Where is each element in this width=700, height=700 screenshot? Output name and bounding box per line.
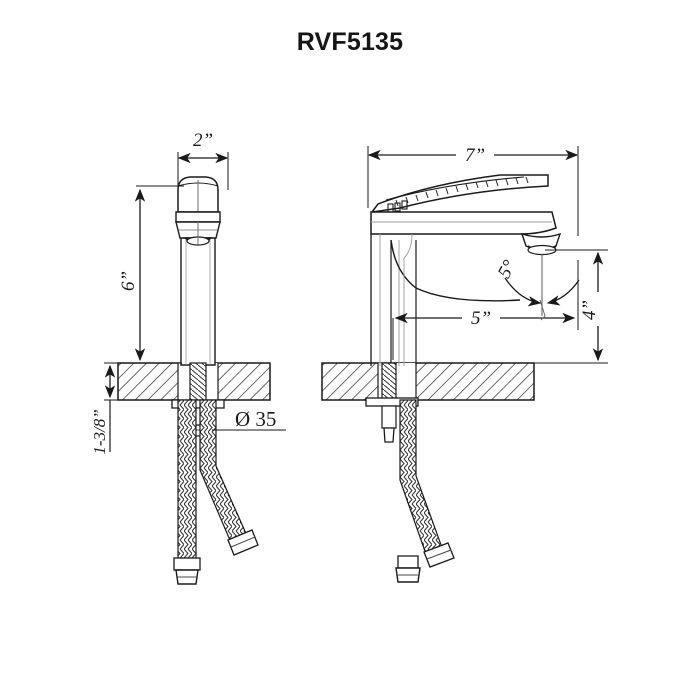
dimension-spout-height-4in: 4” <box>534 249 610 364</box>
dimension-label-5in: 5” <box>471 308 491 329</box>
dimension-label-deck-thickness: 1-3/8” <box>90 409 109 454</box>
dimension-label-4in: 4” <box>579 300 600 320</box>
dimension-width-2in: 2” <box>177 130 229 190</box>
dimension-label-5deg: 5° <box>494 257 521 282</box>
countertop-section-right <box>321 362 535 401</box>
dimension-reach-5in: 5” <box>392 260 579 360</box>
lever-handle-side <box>370 174 549 213</box>
side-elevation-view: 7” 5” 4” <box>321 142 610 583</box>
dimension-label-2in: 2” <box>193 130 213 151</box>
dimension-hole-diameter: Ø 35 <box>212 407 286 431</box>
dimension-label-7in: 7” <box>465 145 485 166</box>
dimension-stream-angle-5deg: 5° <box>494 254 580 321</box>
faucet-body-side <box>370 211 562 366</box>
front-elevation-view: 2” 6” 1-3/8” Ø 35 <box>90 130 286 585</box>
supply-hose-right <box>395 399 455 583</box>
page-title: RVF5135 <box>296 28 404 56</box>
dimension-label-6in: 6” <box>118 271 139 291</box>
supply-hoses-left <box>173 399 259 585</box>
faucet-body-front <box>175 176 221 366</box>
dimension-deck-1-3-8in: 1-3/8” <box>90 364 176 455</box>
dimension-label-hole-diameter: Ø 35 <box>235 407 276 431</box>
mounting-hardware-right <box>365 362 419 443</box>
dimension-length-7in: 7” <box>367 142 579 236</box>
dimension-height-6in: 6” <box>104 185 184 364</box>
